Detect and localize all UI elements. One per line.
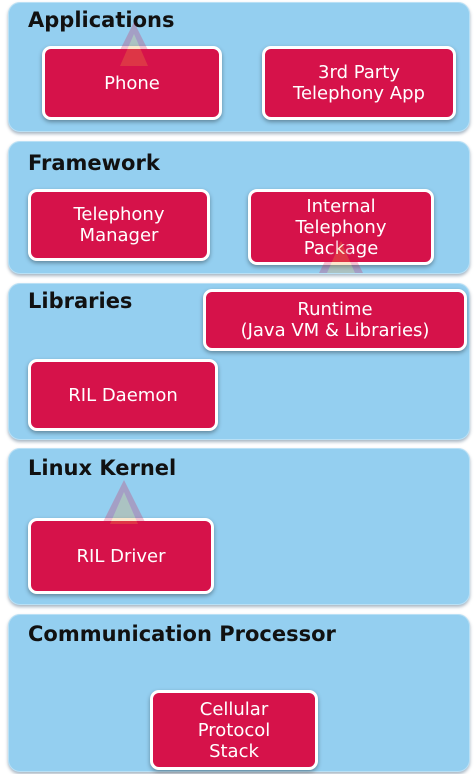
internal-telephony-package-box: Internal Telephony Package — [248, 189, 434, 265]
communication-processor-layer: Communication Processor Cellular Protoco… — [8, 614, 470, 772]
libraries-layer: Libraries Runtime (Java VM & Libraries) … — [8, 283, 470, 440]
linux-kernel-layer: Linux Kernel RIL Driver — [8, 448, 470, 605]
techvidvan-logo-icon — [319, 229, 363, 273]
phone-box: Phone — [42, 46, 222, 120]
cellular-protocol-stack-box: Cellular Protocol Stack — [150, 690, 318, 770]
linux-kernel-layer-title: Linux Kernel — [28, 456, 177, 480]
ril-daemon-box: RIL Daemon — [28, 359, 218, 431]
applications-layer: Applications Phone 3rd Party Telephony A… — [8, 2, 470, 132]
telephony-manager-box: Telephony Manager — [28, 189, 210, 261]
communication-processor-layer-title: Communication Processor — [28, 622, 336, 646]
runtime-box: Runtime (Java VM & Libraries) — [203, 289, 467, 351]
framework-layer-title: Framework — [28, 151, 160, 175]
libraries-layer-title: Libraries — [28, 289, 133, 313]
applications-layer-title: Applications — [28, 8, 175, 32]
framework-layer: Framework Telephony Manager Internal Tel… — [8, 141, 470, 274]
techvidvan-logo-icon — [102, 480, 146, 524]
ril-driver-box: RIL Driver — [28, 518, 214, 594]
techvidvan-logo-icon — [112, 22, 156, 66]
third-party-telephony-app-box: 3rd Party Telephony App — [262, 46, 456, 120]
